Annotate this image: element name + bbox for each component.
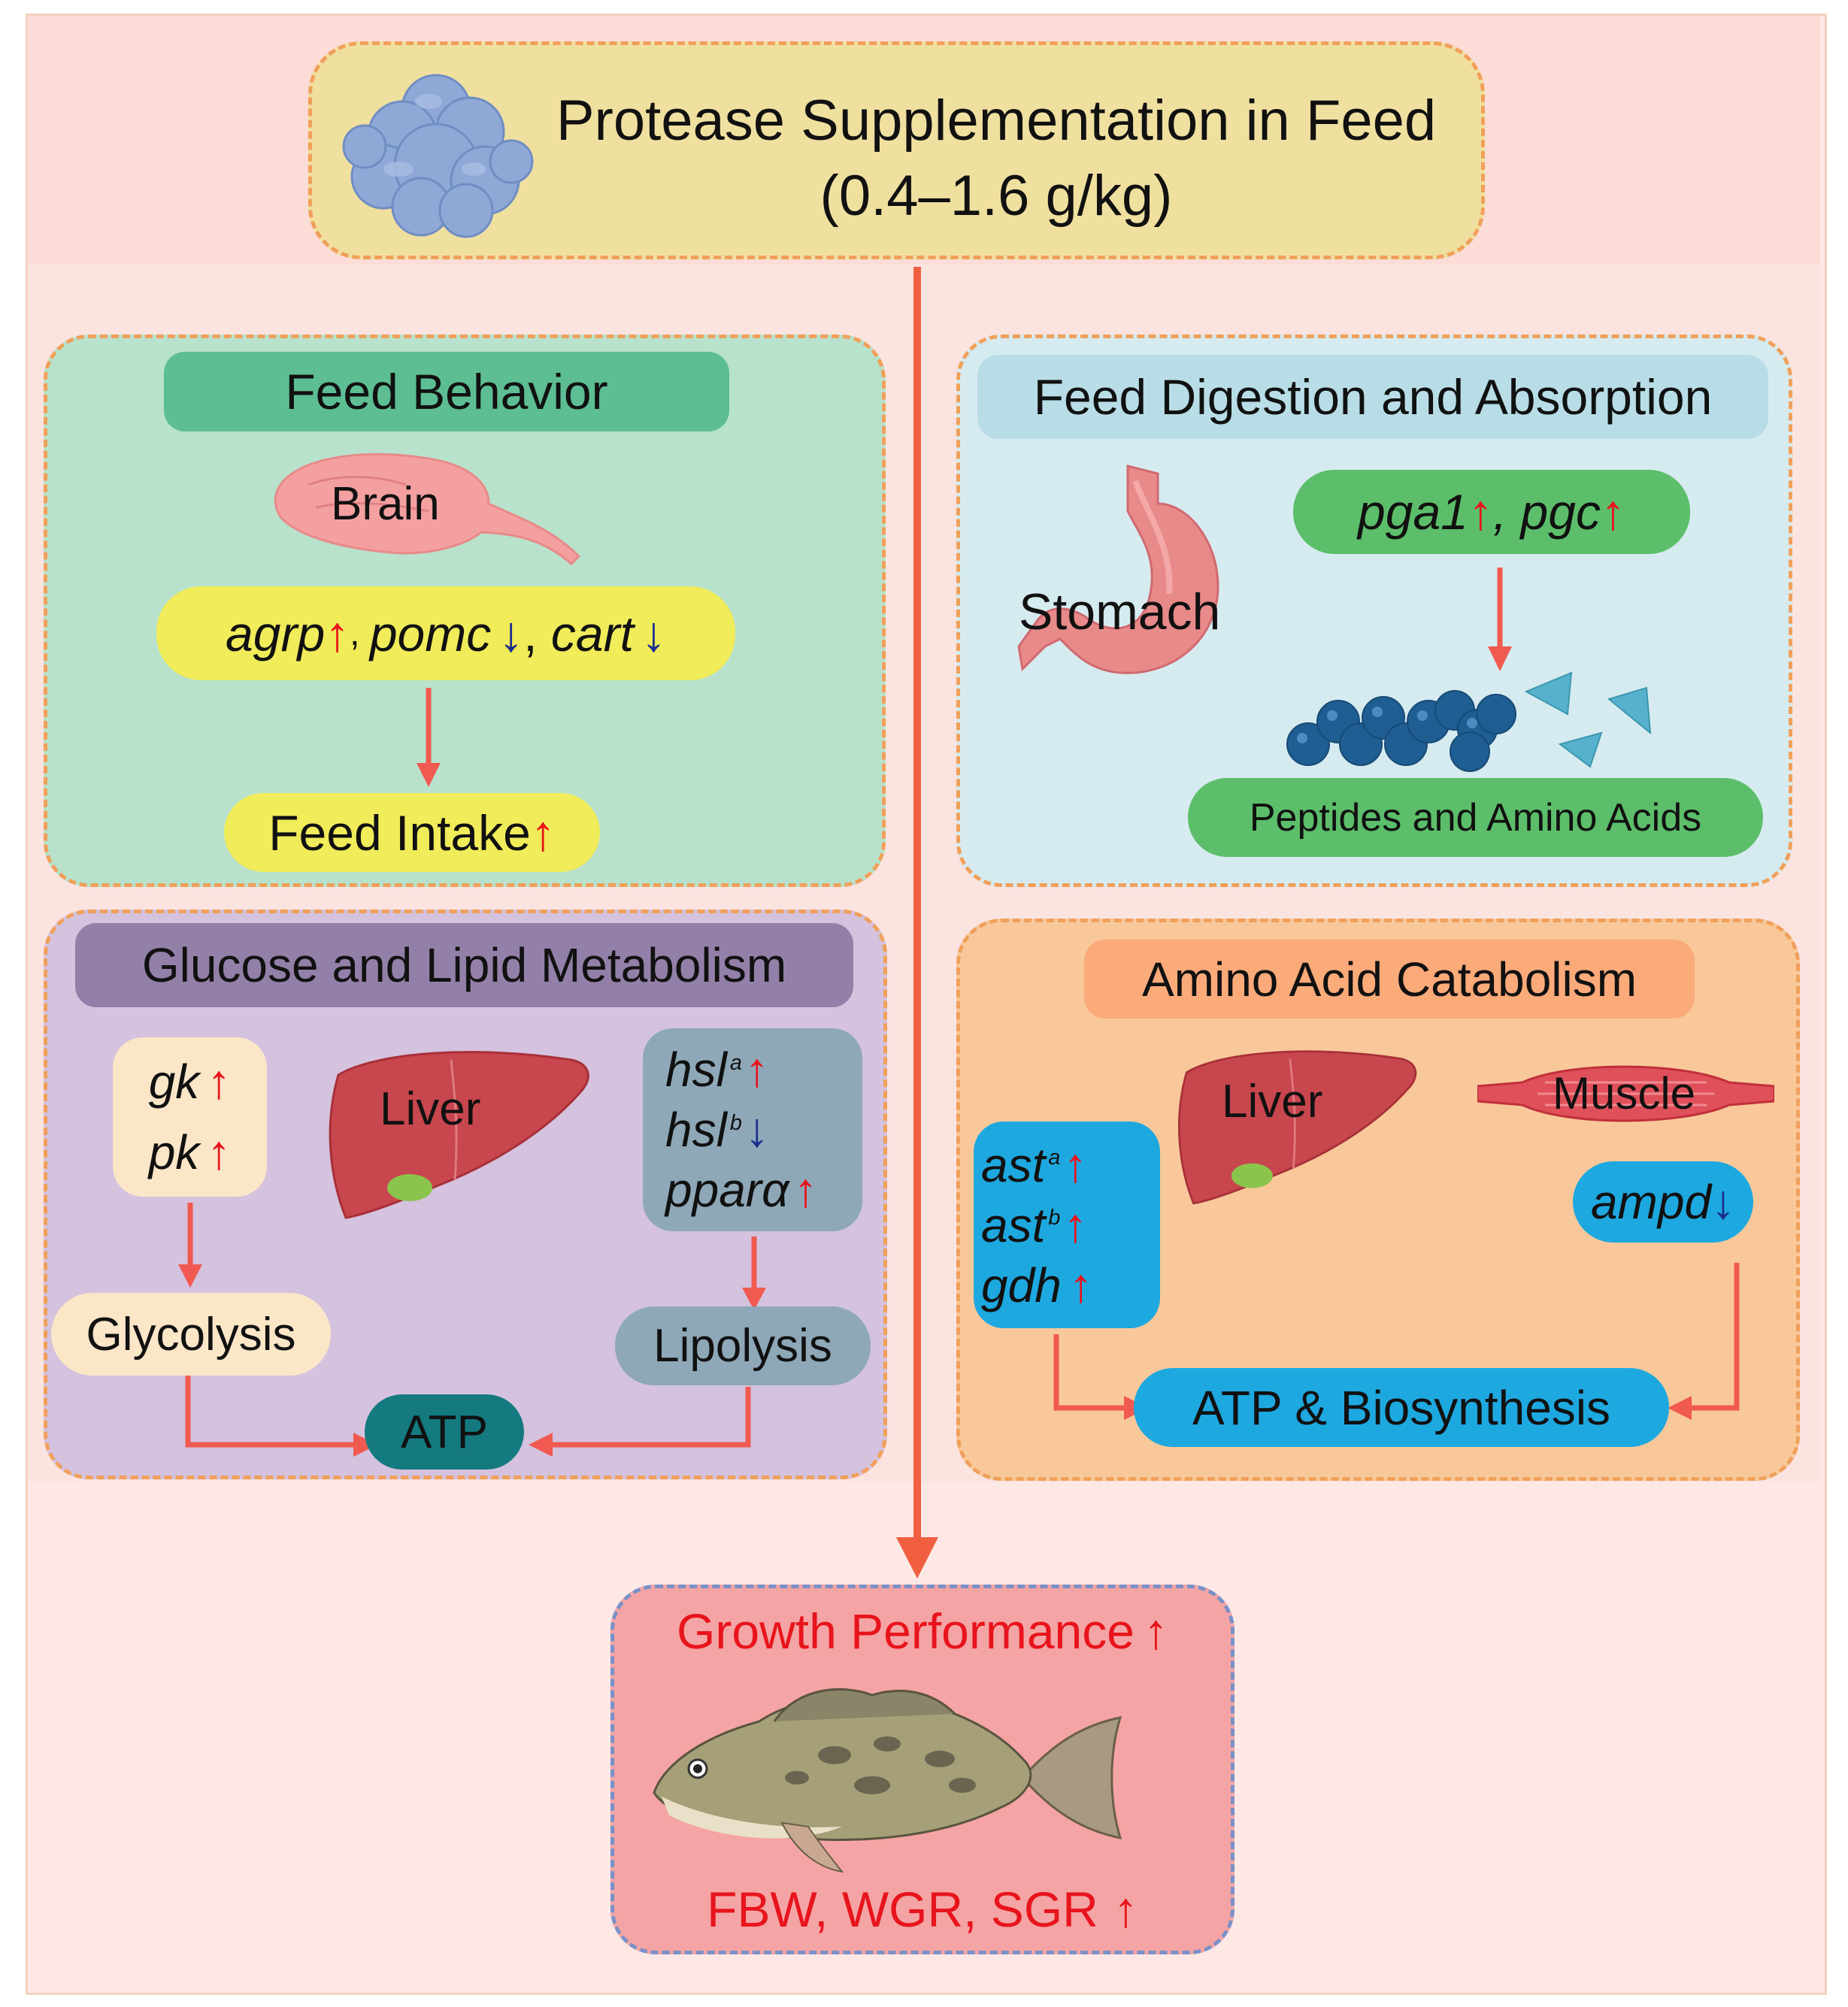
up-arrow-icon: ↑	[1600, 484, 1625, 540]
feed-behavior-title: Feed Behavior	[164, 352, 729, 431]
amino-acid-triangles-icon	[1524, 671, 1652, 768]
feed-intake-pill: Feed Intake↑	[224, 793, 600, 872]
main-flow-arrow	[896, 267, 938, 1579]
gene-row: gdh↑	[981, 1258, 1093, 1313]
atp-pill: ATP	[365, 1394, 524, 1470]
liver-icon	[1178, 1050, 1417, 1205]
gene-cart: cart	[550, 605, 634, 661]
lipolysis-pill: Lipolysis	[615, 1306, 871, 1385]
header-title-line1: Protease Supplementation in Feed	[556, 88, 1437, 153]
peptides-pill: Peptides and Amino Acids	[1188, 778, 1763, 857]
glycolysis-arrow	[178, 1203, 202, 1288]
header-title-line2: (0.4–1.6 g/kg)	[819, 163, 1173, 228]
liver-label: Liver	[1222, 1076, 1323, 1128]
amino-acid-title: Amino Acid Catabolism	[1084, 940, 1695, 1019]
down-arrow-icon: ↓	[1711, 1175, 1736, 1229]
feed-intake-label: Feed Intake	[268, 804, 531, 861]
peptide-beads-icon	[1286, 690, 1516, 772]
up-arrow-icon: ↑	[1063, 1137, 1088, 1192]
liver-icon	[329, 1051, 589, 1219]
feed-behavior-arrow	[417, 688, 441, 787]
feed-behavior-genes: agrp↑, pomc↓, cart↓	[156, 586, 735, 680]
fish-icon	[653, 1688, 1122, 1873]
glycolysis-pill: Glycolysis	[51, 1293, 331, 1376]
gene-ampd: ampd	[1590, 1175, 1712, 1229]
up-arrow-icon: ↑	[1068, 1258, 1093, 1312]
up-arrow-icon: ↑	[1143, 1603, 1168, 1659]
up-arrow-icon: ↑	[1468, 484, 1493, 540]
superscript: a	[729, 1050, 742, 1075]
liver-label: Liver	[380, 1083, 481, 1135]
up-arrow-icon: ↑	[530, 804, 556, 861]
up-arrow-icon: ↑	[1063, 1197, 1088, 1252]
superscript: b	[1048, 1206, 1061, 1231]
gene-gdh: gdh	[981, 1258, 1062, 1312]
gene-agrp: agrp	[226, 605, 326, 661]
brain-icon	[274, 453, 581, 566]
growth-title: Growth Performance↑	[633, 1594, 1212, 1669]
brain-label: Brain	[331, 478, 440, 530]
atp-converge-arrows	[185, 1376, 751, 1457]
ampd-pill: ampd↓	[1573, 1161, 1753, 1243]
gene-row: gk↑	[149, 1054, 232, 1109]
gene-ast-b: ast	[981, 1197, 1046, 1252]
atp-biosynthesis-pill: ATP & Biosynthesis	[1134, 1368, 1669, 1447]
gene-row: pparα↑	[665, 1162, 818, 1218]
separator: ,	[350, 613, 370, 653]
separator: ,	[1492, 484, 1521, 540]
gene-pk: pk	[148, 1125, 200, 1179]
superscript: b	[729, 1110, 742, 1135]
gene-ppara: pparα	[665, 1163, 789, 1217]
up-arrow-icon: ↑	[325, 605, 350, 661]
up-arrow-icon: ↑	[207, 1055, 232, 1109]
glucose-lipid-title: Glucose and Lipid Metabolism	[75, 923, 853, 1007]
gene-pomc: pomc	[369, 605, 492, 661]
gene-hsl-b: hsl	[665, 1103, 727, 1157]
glycolysis-genes-box: gk↑ pk↑	[113, 1037, 267, 1197]
digestion-arrow	[1488, 568, 1512, 671]
lipolysis-arrow	[742, 1237, 766, 1310]
muscle-label: Muscle	[1553, 1068, 1696, 1119]
gene-pgc: pgc	[1520, 484, 1601, 540]
gene-row: pk↑	[149, 1125, 232, 1180]
gene-pga1: pga1	[1358, 484, 1468, 540]
up-arrow-icon: ↑	[793, 1163, 818, 1217]
muscle-icon	[1477, 1065, 1774, 1122]
header-panel	[308, 41, 1485, 259]
up-arrow-icon: ↑	[207, 1125, 232, 1179]
stomach-label: Stomach	[1019, 583, 1221, 640]
gene-ast-a: ast	[981, 1137, 1046, 1192]
up-arrow-icon: ↑	[744, 1043, 769, 1097]
growth-title-label: Growth Performance	[677, 1603, 1135, 1659]
superscript: a	[1048, 1146, 1061, 1170]
digestion-genes: pga1↑, pgc↑	[1293, 470, 1690, 554]
down-arrow-icon: ↓	[744, 1103, 769, 1157]
down-arrow-icon: ↓	[641, 605, 666, 661]
separator: ,	[523, 605, 551, 661]
digestion-title: Feed Digestion and Absorption	[977, 355, 1768, 439]
growth-metrics-label: FBW, WGR, SGR	[707, 1881, 1098, 1937]
gene-gk: gk	[148, 1055, 200, 1109]
gene-hsl-a: hsl	[665, 1043, 727, 1097]
protease-protein-icon	[342, 74, 534, 238]
down-arrow-icon: ↓	[498, 605, 524, 661]
stomach-icon	[1017, 465, 1219, 674]
up-arrow-icon: ↑	[1113, 1881, 1138, 1937]
growth-metrics: FBW, WGR, SGR ↑	[633, 1872, 1212, 1947]
